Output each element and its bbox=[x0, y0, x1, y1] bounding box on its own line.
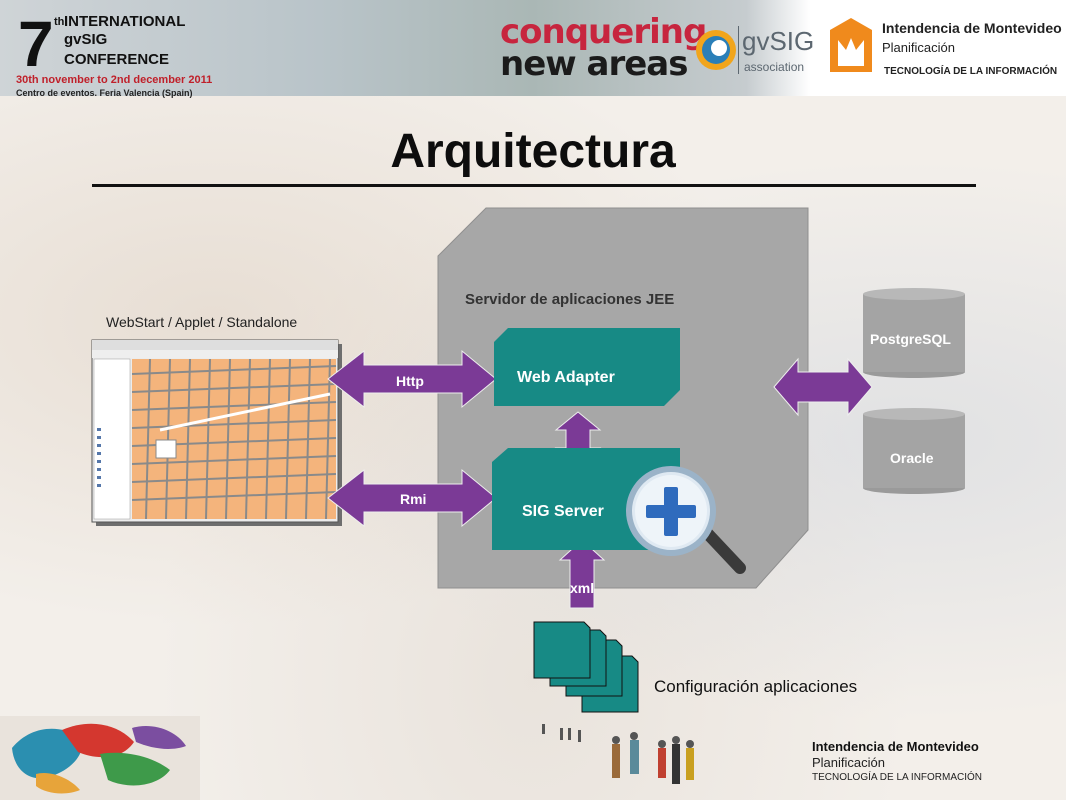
footer-unit: TECNOLOGÍA DE LA INFORMACIÓN bbox=[812, 772, 983, 783]
figurines-decoration bbox=[542, 724, 694, 784]
oracle-label: Oracle bbox=[890, 450, 934, 466]
http-label: Http bbox=[396, 373, 424, 389]
slide-title: Arquitectura bbox=[390, 125, 676, 178]
sig-server-label: SIG Server bbox=[522, 503, 604, 520]
conference-line3: CONFERENCE bbox=[64, 51, 170, 68]
gvsig-name: gvSIG bbox=[742, 26, 815, 56]
postgresql-label: PostgreSQL bbox=[870, 331, 951, 347]
conference-line1: INTERNATIONAL bbox=[64, 13, 186, 30]
intendencia-logo: Intendencia de Montevideo Planificación … bbox=[820, 4, 1062, 88]
oracle-cylinder bbox=[863, 408, 965, 494]
gvsig-swirl-icon bbox=[696, 30, 736, 70]
xml-label: xml bbox=[570, 580, 595, 596]
rmi-label: Rmi bbox=[400, 491, 427, 507]
conference-slogan: conquering new areas bbox=[500, 12, 707, 84]
client-map-screenshot bbox=[91, 339, 342, 526]
slogan-line2: new areas bbox=[500, 44, 688, 84]
conference-venue: Centro de eventos. Feria Valencia (Spain… bbox=[16, 88, 193, 98]
web-adapter-label: Web Adapter bbox=[517, 369, 615, 386]
footer-name: Intendencia de Montevideo bbox=[812, 739, 979, 754]
world-map-logo bbox=[0, 716, 200, 800]
conference-number: 7 bbox=[18, 8, 54, 80]
slogan-line1: conquering bbox=[500, 12, 707, 52]
conference-logo: 7 th INTERNATIONAL gvSIG CONFERENCE 30th… bbox=[6, 8, 226, 98]
web-adapter-box bbox=[494, 328, 680, 406]
client-label: WebStart / Applet / Standalone bbox=[106, 314, 298, 330]
title-underline bbox=[92, 184, 976, 187]
intendencia-department: Planificación bbox=[882, 40, 955, 55]
conference-dates: 30th november to 2nd december 2011 bbox=[16, 74, 213, 86]
config-label: Configuración aplicaciones bbox=[654, 677, 858, 696]
map-street-grid bbox=[131, 358, 337, 520]
footer-department: Planificación bbox=[812, 755, 885, 770]
intendencia-unit: TECNOLOGÍA DE LA INFORMACIÓN bbox=[884, 66, 1058, 77]
database-arrow bbox=[773, 357, 873, 417]
server-label: Servidor de aplicaciones JEE bbox=[465, 291, 675, 308]
header-banner: 7 th INTERNATIONAL gvSIG CONFERENCE 30th… bbox=[0, 0, 1066, 98]
xml-arrow bbox=[558, 539, 606, 609]
montevideo-emblem-icon bbox=[830, 18, 872, 72]
conference-ordinal: th bbox=[54, 16, 65, 28]
conference-line2: gvSIG bbox=[64, 31, 108, 48]
intendencia-name: Intendencia de Montevideo bbox=[882, 20, 1062, 36]
config-documents bbox=[533, 621, 639, 713]
zoom-magnifier-icon bbox=[626, 466, 746, 574]
postgresql-cylinder bbox=[863, 288, 965, 378]
gvsig-subtitle: association bbox=[744, 60, 805, 74]
